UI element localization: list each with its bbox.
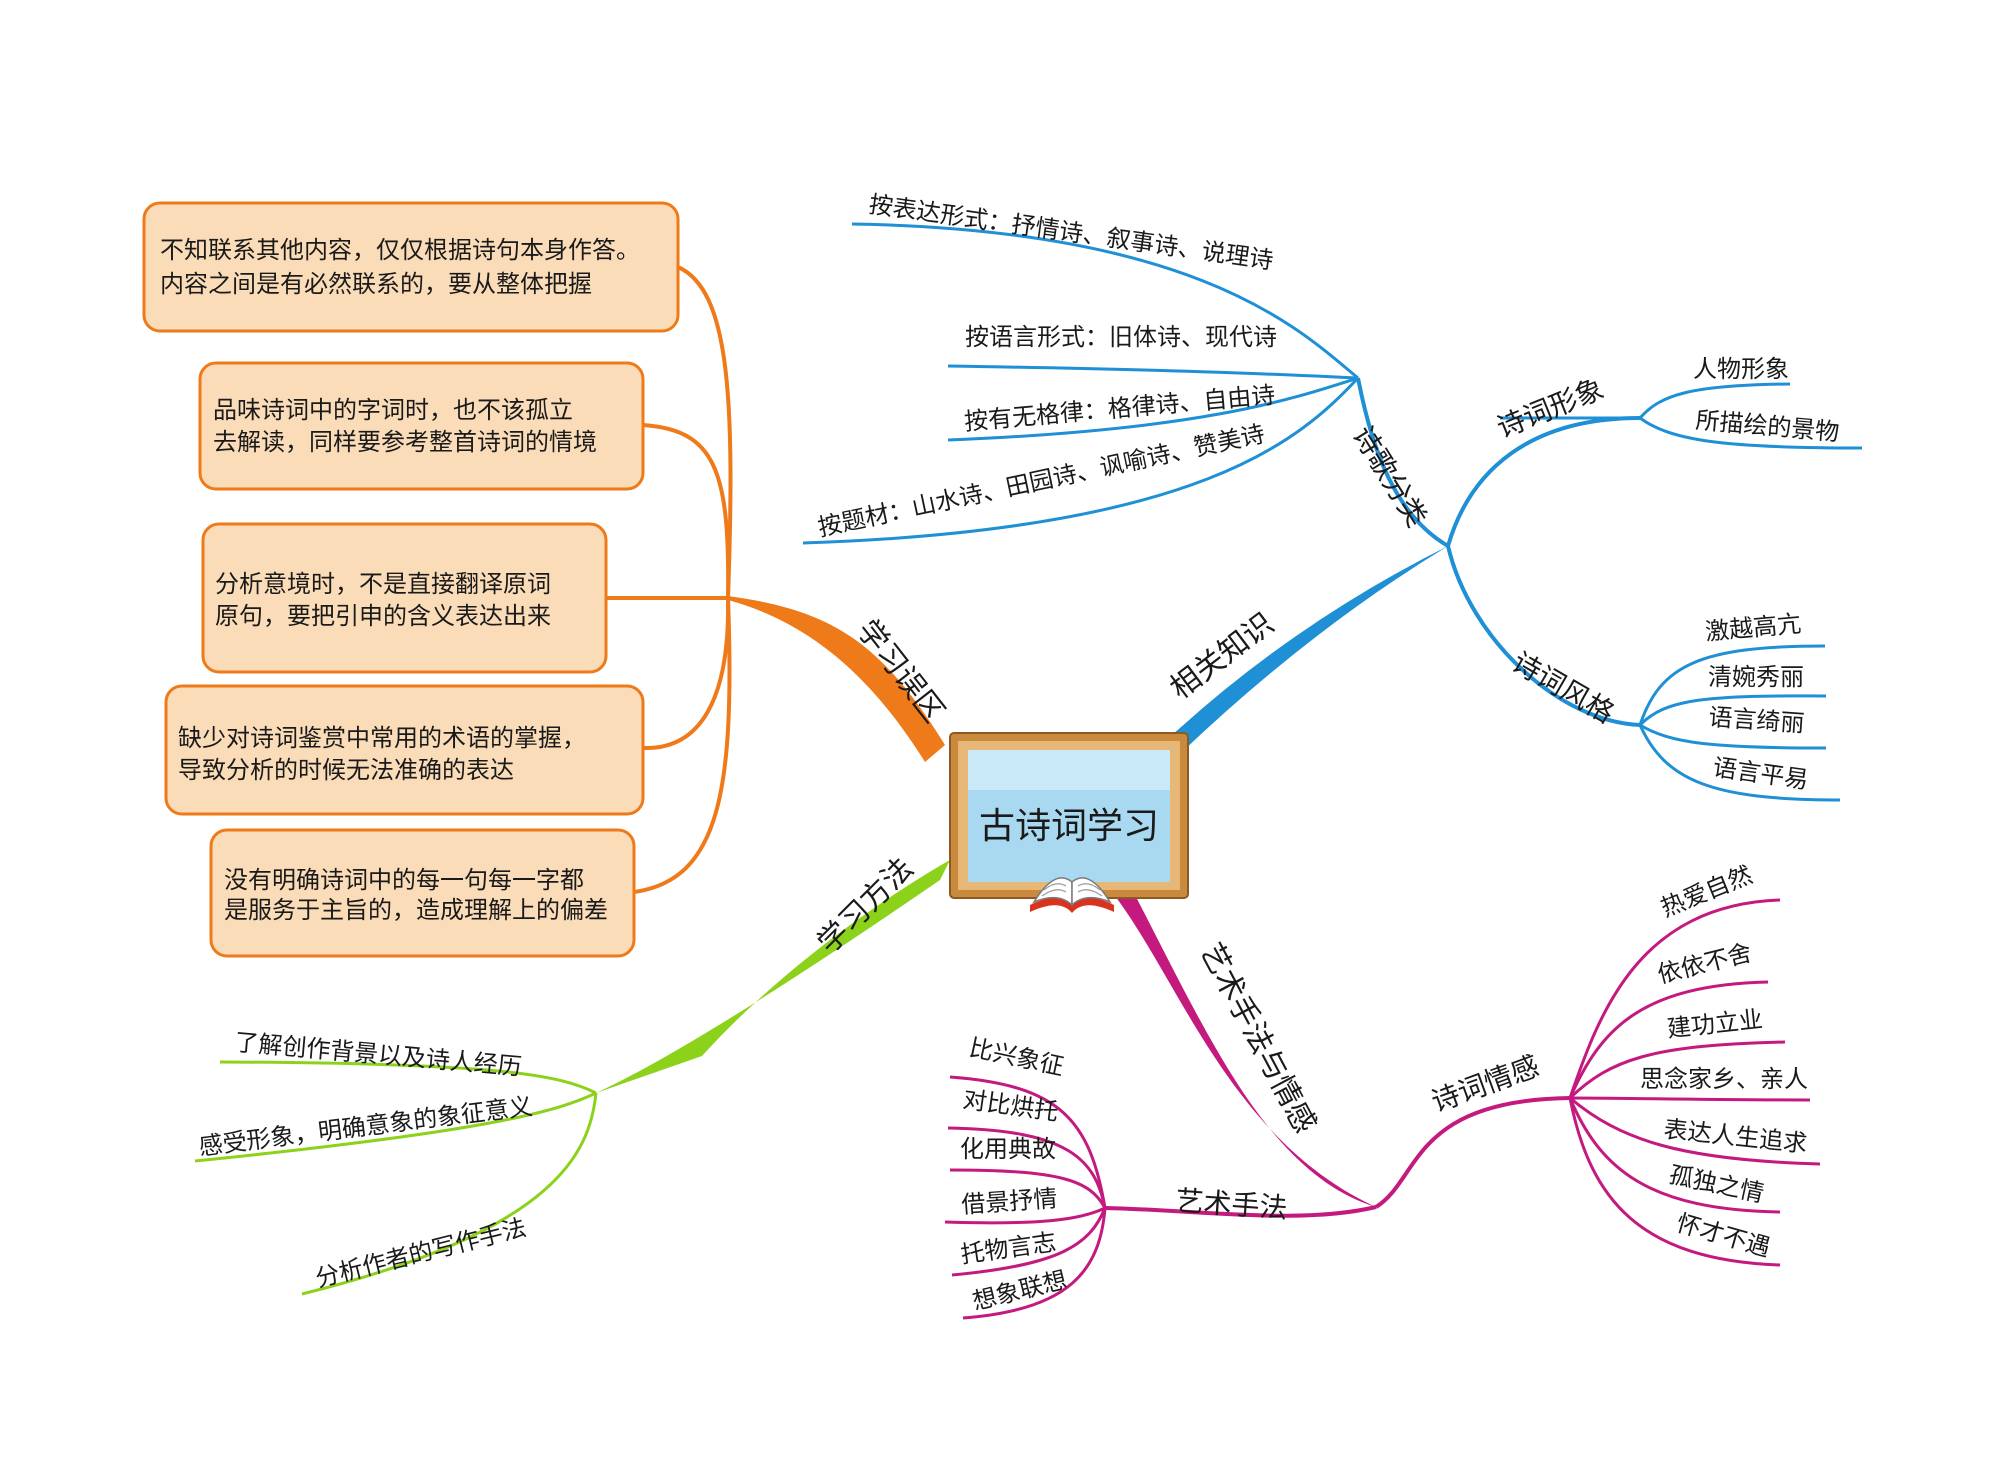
main-branch-mistakes — [728, 596, 945, 762]
central-title: 古诗词学习 — [979, 806, 1159, 847]
method-imagery[interactable]: 感受形象，明确意象的象征意义 — [197, 1092, 534, 1161]
sub-label-poetic-style[interactable]: 诗词风格 — [1507, 645, 1621, 730]
emotion-achievement[interactable]: 建功立业 — [1666, 1005, 1764, 1043]
style-plain[interactable]: 语言平易 — [1711, 753, 1810, 794]
mistake-note-5[interactable]: 没有明确诗词中的每一句每一字都 是服务于主旨的，造成理解上的偏差 — [209, 828, 636, 958]
poetry-type-language[interactable]: 按语言形式：旧体诗、现代诗 — [965, 323, 1277, 351]
leaf-line-scenery — [1639, 416, 1863, 450]
leaf-line-loneliness — [1568, 1097, 1781, 1214]
connector-note-5 — [633, 597, 732, 894]
leaf-line-love-nature — [1568, 898, 1781, 1099]
mistake-note-1-line-2: 内容之间是有必然联系的，要从整体把握 — [160, 270, 592, 298]
leaf-line-technique — [301, 1092, 598, 1296]
style-ornate[interactable]: 语言绮丽 — [1708, 703, 1806, 738]
main-branch-related — [1160, 546, 1448, 752]
connector-techniques — [1104, 1205, 1377, 1218]
technique-jiejing[interactable]: 借景抒情 — [960, 1184, 1058, 1219]
branch-learning-mistakes: 学习误区 不知联系其他内容，仅仅根据诗句本身作答。 内容之间是有必然联系的，要从… — [142, 201, 951, 958]
leaf-line-pursuit — [1569, 1096, 1821, 1166]
leaf-line-tuowu — [951, 1207, 1107, 1277]
technique-huayong[interactable]: 化用典故 — [960, 1135, 1056, 1163]
leaf-line-huayong — [949, 1168, 1107, 1209]
branch-label-methods[interactable]: 学习方法 — [811, 851, 921, 961]
leaf-line-background — [219, 1060, 597, 1095]
leaf-line-duibi — [947, 1126, 1107, 1209]
mistake-note-5-line-1: 没有明确诗词中的每一句每一字都 — [224, 866, 584, 894]
connector-note-4 — [642, 597, 731, 751]
mistake-note-3-line-2: 原句，要把引申的含义表达出来 — [215, 602, 551, 630]
leaf-line-xiangxiang — [962, 1207, 1107, 1320]
sub-label-techniques[interactable]: 艺术手法 — [1175, 1184, 1289, 1225]
connector-note-2 — [642, 423, 731, 599]
poetry-type-expression[interactable]: 按表达形式：抒情诗、叙事诗、说理诗 — [867, 190, 1275, 275]
branch-art-emotion: 艺术手法与情感 艺术手法 比兴象征 对比烘托 化用典故 借景抒情 托物言志 想象… — [944, 861, 1821, 1320]
technique-bixing[interactable]: 比兴象征 — [967, 1033, 1067, 1080]
style-passionate[interactable]: 激越高亢 — [1704, 610, 1802, 646]
image-scenery[interactable]: 所描绘的景物 — [1694, 406, 1840, 446]
leaf-line-language — [947, 364, 1359, 380]
leaf-line-achievement — [1568, 1040, 1786, 1100]
method-background[interactable]: 了解创作背景以及诗人经历 — [233, 1028, 522, 1081]
mistake-note-4-line-2: 导致分析的时候无法准确的表达 — [178, 756, 514, 784]
leaf-line-unrecognized — [1568, 1097, 1781, 1267]
technique-duibi[interactable]: 对比烘托 — [961, 1085, 1060, 1126]
leaf-line-jiejing — [944, 1206, 1106, 1225]
branch-label-art[interactable]: 艺术手法与情感 — [1193, 937, 1322, 1139]
connector-emotions — [1374, 1096, 1571, 1209]
leaf-line-imagery — [194, 1091, 597, 1163]
branch-label-related[interactable]: 相关知识 — [1164, 606, 1281, 706]
branch-related-knowledge: 相关知识 诗歌分类 按表达形式：抒情诗、叙事诗、说理诗 按语言形式：旧体诗、现代… — [802, 190, 1863, 802]
leaf-line-reluctant — [1568, 980, 1769, 1099]
mistake-note-3-line-1: 分析意境时，不是直接翻译原词 — [215, 570, 551, 598]
leaf-line-ornate — [1639, 723, 1827, 750]
leaf-line-bixing — [949, 1075, 1107, 1209]
technique-tuowu[interactable]: 托物言志 — [959, 1228, 1058, 1269]
sub-label-poetry-types[interactable]: 诗歌分类 — [1346, 420, 1433, 532]
style-graceful[interactable]: 清婉秀丽 — [1708, 663, 1804, 691]
leaf-line-homesick — [1569, 1096, 1811, 1102]
leaf-line-expression — [851, 222, 1359, 380]
emotion-unrecognized[interactable]: 怀才不遇 — [1673, 1209, 1773, 1262]
main-branch-art — [1112, 892, 1376, 1207]
connector-poetic-style — [1446, 545, 1641, 727]
emotion-homesick[interactable]: 思念家乡、亲人 — [1640, 1065, 1808, 1093]
mistake-note-2-line-2: 去解读，同样要参考整首诗词的情境 — [213, 428, 597, 456]
leaf-line-graceful — [1638, 694, 1827, 727]
open-book-icon — [1030, 877, 1114, 913]
emotion-reluctant[interactable]: 依依不舍 — [1655, 938, 1755, 988]
leaf-line-plain — [1638, 724, 1841, 802]
leaf-line-passionate — [1638, 644, 1826, 726]
mistake-note-2[interactable]: 品味诗词中的字词时，也不该孤立 去解读，同样要参考整首诗词的情境 — [198, 361, 645, 491]
connector-note-1 — [677, 265, 733, 599]
mistake-note-4-line-1: 缺少对诗词鉴赏中常用的术语的掌握， — [178, 724, 586, 752]
central-topic[interactable]: 古诗词学习 — [949, 732, 1189, 913]
connector-poetic-image — [1446, 416, 1641, 547]
mistake-note-3[interactable]: 分析意境时，不是直接翻译原词 原句，要把引申的含义表达出来 — [201, 522, 608, 674]
main-branch-methods — [596, 860, 950, 1093]
leaf-line-character — [1638, 382, 1791, 419]
mistake-note-5-line-2: 是服务于主旨的，造成理解上的偏差 — [224, 896, 608, 924]
mistake-note-2-line-1: 品味诗词中的字词时，也不该孤立 — [213, 396, 573, 424]
leaf-line-meter — [947, 376, 1359, 442]
method-technique[interactable]: 分析作者的写作手法 — [313, 1213, 529, 1292]
mistake-note-1-line-1: 不知联系其他内容，仅仅根据诗句本身作答。 — [160, 236, 640, 264]
mistake-note-4[interactable]: 缺少对诗词鉴赏中常用的术语的掌握， 导致分析的时候无法准确的表达 — [164, 684, 645, 816]
leaf-line-subject — [802, 376, 1360, 545]
mistake-note-1[interactable]: 不知联系其他内容，仅仅根据诗句本身作答。 内容之间是有必然联系的，要从整体把握 — [142, 201, 680, 333]
image-character[interactable]: 人物形象 — [1693, 355, 1789, 383]
connector-poetry-types — [1356, 377, 1450, 548]
board-screen-glare — [968, 750, 1170, 790]
